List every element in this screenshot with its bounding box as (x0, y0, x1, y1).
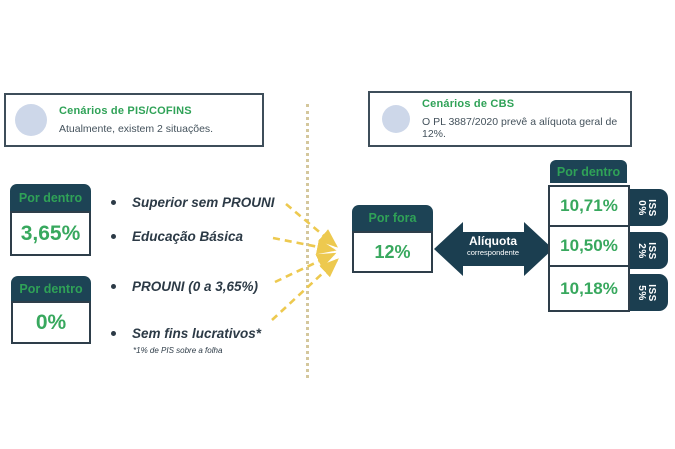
right-panel-value: 10,18% (548, 265, 630, 312)
footnote: *1% de PIS sobre a folha (133, 346, 223, 355)
bullet-dot-icon (111, 284, 116, 289)
bullet-dot-icon (111, 234, 116, 239)
info-title: Cenários de CBS (422, 98, 515, 110)
rate-box-value: 3,65% (10, 211, 91, 256)
iss-tab-label: ISS 0% (636, 198, 657, 217)
info-box-pis-cofins: Cenários de PIS/COFINS Atualmente, exist… (4, 93, 264, 147)
info-circle-icon (382, 105, 410, 133)
bullet-dot-icon (111, 200, 116, 205)
dashed-arrow (272, 236, 337, 255)
info-circle-icon (15, 104, 47, 136)
right-panel-header: Por dentro (550, 160, 627, 183)
rate-box-por-fora: Por fora 12% (352, 205, 433, 273)
dashed-arrow (274, 252, 337, 284)
bullet-label: Sem fins lucrativos* (132, 326, 262, 341)
rate-box-value: 0% (11, 301, 91, 344)
correspondence-arrow-label: Alíquota correspondente (445, 234, 541, 257)
rate-box-header: Por dentro (11, 276, 91, 301)
info-title: Cenários de PIS/COFINS (59, 105, 192, 117)
dashed-arrow (271, 258, 339, 321)
bullet-dot-icon (111, 331, 116, 336)
arrow-label-line2: correspondente (466, 247, 520, 257)
bullet-item: PROUNI (0 a 3,65%) (111, 279, 258, 294)
bullet-item: Educação Básica (111, 229, 243, 244)
iss-tab-label: ISS 5% (636, 283, 657, 302)
info-box-cbs: Cenários de CBS O PL 3887/2020 prevê a a… (368, 91, 632, 147)
dashed-arrow-fan (271, 203, 339, 321)
right-panel-value: 10,50% (548, 225, 630, 267)
rate-box-header: Por fora (352, 205, 433, 231)
rate-box-header: Por dentro (10, 184, 91, 211)
rate-box-value: 12% (352, 231, 433, 273)
bullet-label: Superior sem PROUNI (132, 195, 275, 210)
rate-box-por-dentro-365: Por dentro 3,65% (10, 184, 91, 256)
right-panel-value: 10,71% (548, 185, 630, 227)
iss-tab-1: ISS 2% (624, 232, 668, 269)
bullet-label: Educação Básica (132, 229, 244, 244)
arrow-label-line1: Alíquota (469, 234, 517, 248)
rate-box-por-dentro-0: Por dentro 0% (11, 276, 91, 344)
iss-tab-label: ISS 2% (636, 241, 657, 260)
bullet-item: Sem fins lucrativos* (111, 326, 261, 341)
iss-tab-2: ISS 5% (624, 274, 668, 311)
bullet-item: Superior sem PROUNI (111, 195, 275, 210)
dashed-arrow (285, 203, 338, 248)
iss-tab-0: ISS 0% (624, 189, 668, 226)
bullet-label: PROUNI (0 a 3,65%) (132, 279, 259, 294)
info-subtitle: Atualmente, existem 2 situações. (59, 123, 214, 135)
vertical-dotted-divider (306, 104, 309, 378)
info-subtitle: O PL 3887/2020 prevê a alíquota geral de… (422, 116, 618, 140)
